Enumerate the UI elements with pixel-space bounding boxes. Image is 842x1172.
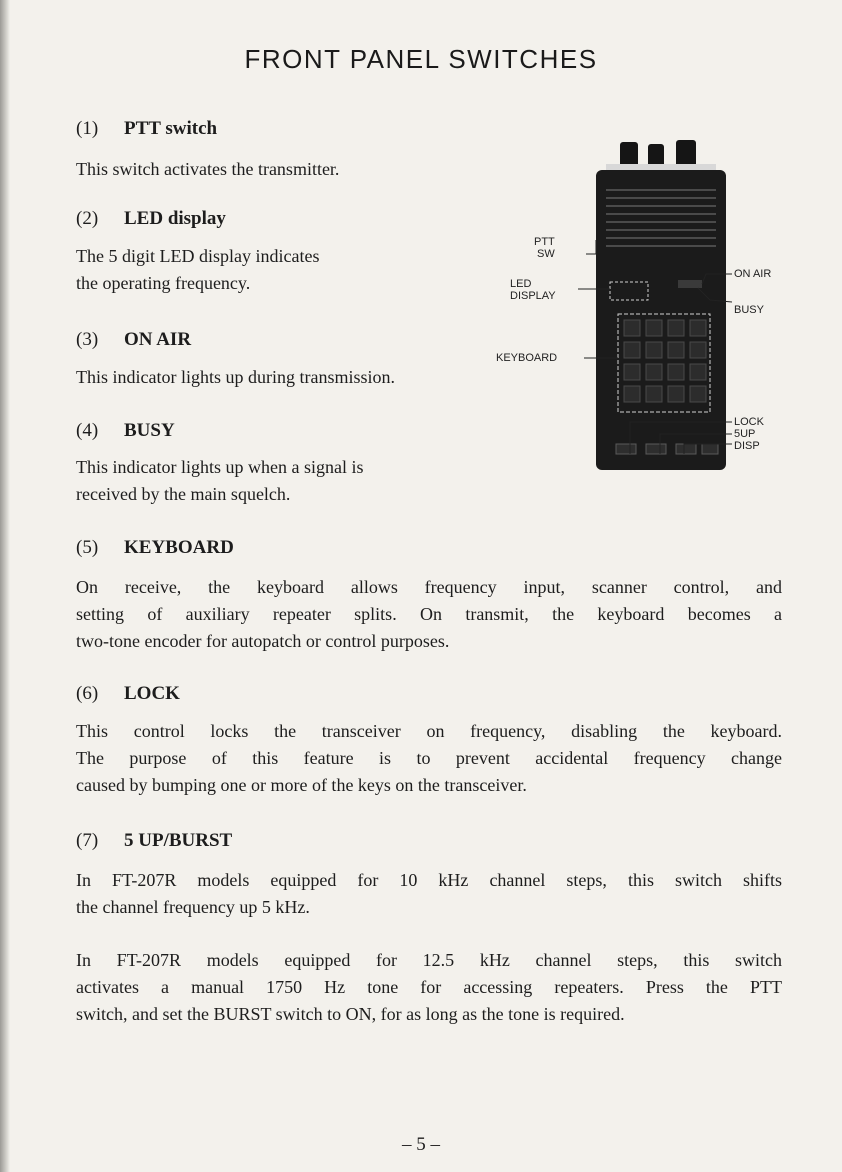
section-heading-lock: (6)LOCK <box>76 683 180 704</box>
indicator-strip <box>678 280 702 288</box>
callout-busy: BUSY <box>734 304 764 316</box>
section-heading-on-air: (3)ON AIR <box>76 329 192 350</box>
section-heading-led-display: (2)LED display <box>76 208 226 229</box>
speaker-grille <box>606 189 716 247</box>
callout-keyboard: KEYBOARD <box>496 352 558 364</box>
callout-disp: DISP <box>734 440 760 452</box>
page-title: FRONT PANEL SWITCHES <box>244 44 598 74</box>
keyboard-keys <box>623 319 707 403</box>
radio-knobs <box>606 140 716 174</box>
section-text-lock: This control locks the transceiver on fr… <box>76 721 782 795</box>
radio-illustration <box>578 140 733 470</box>
callout-5up: 5UP <box>734 428 756 440</box>
section-text-on-air: This indicator lights up during transmis… <box>76 367 395 387</box>
section-heading-busy: (4)BUSY <box>76 420 175 441</box>
callout-lines <box>578 240 733 454</box>
callout-lock: LOCK <box>734 416 764 428</box>
section-text-5up-burst: In FT-207R models equipped for 10 kHz ch… <box>76 870 782 917</box>
page-number: – 5 – <box>402 1134 440 1155</box>
section-heading-ptt: (1)PTT switch <box>76 118 218 139</box>
page-edge-shadow <box>0 0 10 1172</box>
section-heading-5up-burst: (7)5 UP/BURST <box>76 830 233 851</box>
section-text-burst-tone: In FT-207R models equipped for 12.5 kHz … <box>76 950 782 1024</box>
section-heading-keyboard: (5)KEYBOARD <box>76 537 234 558</box>
callout-on-air: ON AIR <box>734 268 772 280</box>
section-text-ptt: This switch activates the transmitter. <box>76 159 340 179</box>
led-display-window <box>609 281 649 301</box>
keyboard-outline <box>617 313 711 413</box>
section-text-busy: This indicator lights up when a signal i… <box>76 457 364 504</box>
section-text-keyboard: On receive, the keyboard allows frequenc… <box>76 577 782 651</box>
